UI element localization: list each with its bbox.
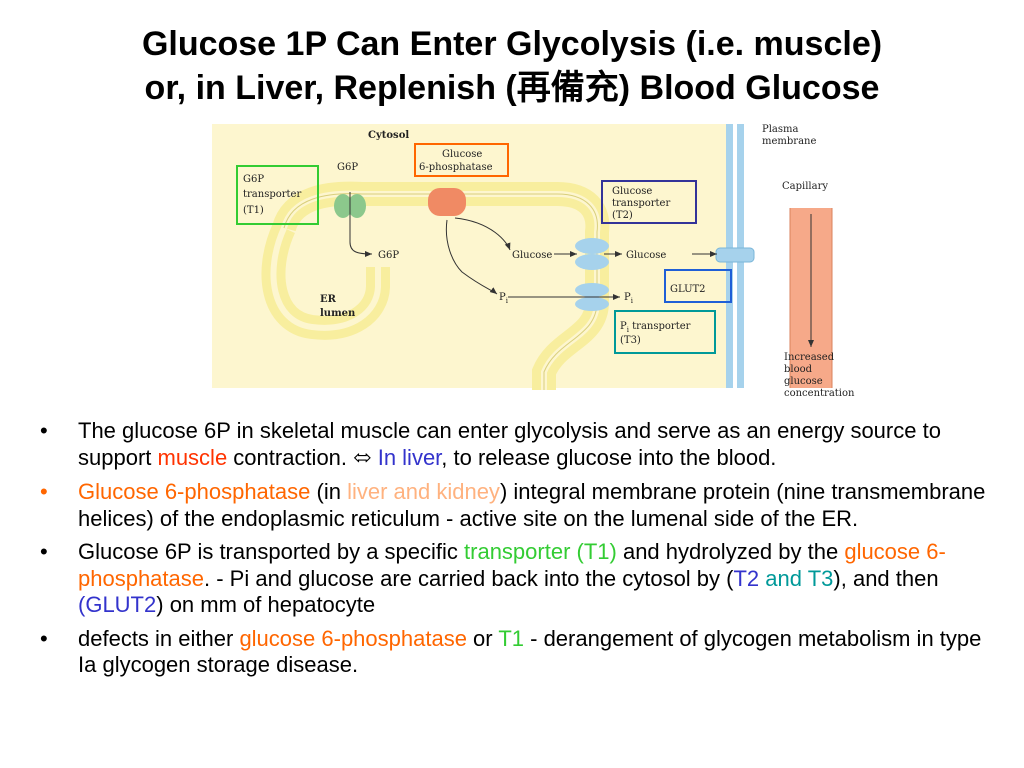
pi-left-label: Pi [499, 292, 509, 305]
t2-transporter-top [575, 238, 609, 254]
glut2-label: GLUT2 [670, 284, 706, 295]
phosphatase-label-2: 6-phosphatase [419, 162, 493, 173]
bullet-item-4: • defects in either glucose 6-phosphatas… [40, 625, 982, 678]
pi-transporter-label-1: Pi transporter [620, 321, 691, 334]
increased-label-1: Increased [784, 352, 835, 363]
glut2-transporter [715, 247, 755, 263]
bullet-item-3: • Glucose 6P is transported by a specifi… [40, 539, 946, 617]
g6p-bottom-label: G6P [378, 250, 399, 261]
t3-transporter-bottom [575, 297, 609, 311]
pi-transporter-label-2: (T3) [620, 335, 641, 346]
glucose-transporter-label-1: Glucose [612, 186, 652, 197]
pi-transporter-box [614, 310, 716, 354]
glut2-box [664, 269, 732, 303]
t2-transporter-bottom [575, 254, 609, 270]
bullet-dot: • [40, 625, 48, 651]
phosphatase-label-1: Glucose [442, 149, 482, 160]
g6p-transporter-label-2: transporter [243, 189, 301, 200]
t3-transporter-top [575, 283, 609, 297]
g6p-transporter-label-1: G6P [243, 174, 264, 185]
g6p-transporter-box [236, 165, 319, 225]
double-arrow-icon: ⬄ [353, 445, 372, 471]
glucose-left-label: Glucose [512, 250, 552, 261]
bullet-dot: • [40, 539, 48, 564]
t1-transporter-right [348, 194, 366, 218]
glucose-transporter-label-3: (T2) [612, 210, 633, 221]
glucose-transporter-box [601, 180, 697, 224]
increased-label-4: concentration [784, 388, 855, 399]
er-label-2: lumen [320, 308, 356, 319]
plasma-label-1: Plasma [762, 124, 799, 135]
cytosol-label: Cytosol [368, 130, 409, 141]
plasma-label-2: membrane [762, 136, 816, 147]
bullet-dot: • [40, 418, 48, 443]
glucose-right-label: Glucose [626, 250, 666, 261]
er-glucose-diagram: Cytosol Plasma membrane Capillary G6P tr… [212, 124, 855, 399]
capillary-label: Capillary [782, 181, 828, 192]
slide-title: Glucose 1P Can Enter Glycolysis (i.e. mu… [0, 22, 1024, 110]
glucose-transporter-label-2: transporter [612, 198, 670, 209]
title-line-2: or, in Liver, Replenish (再備充) Blood Gluc… [144, 69, 880, 107]
pi-right-label: Pi [624, 292, 634, 305]
t1-transporter-left [334, 194, 352, 218]
cytosol-background [212, 124, 732, 388]
bullet-dot: • [40, 479, 48, 504]
glucose-6-phosphatase-enzyme [428, 188, 466, 216]
g6p-transporter-label-3: (T1) [243, 205, 264, 216]
er-label-1: ER [320, 294, 337, 305]
bullet-item-2: • Glucose 6-phosphatase (in liver and ki… [40, 479, 986, 531]
increased-label-2: blood [784, 364, 813, 375]
bullet-list: • The glucose 6P in skeletal muscle can … [40, 418, 1000, 686]
g6p-top-label: G6P [337, 162, 358, 173]
increased-label-3: glucose [784, 376, 823, 387]
glucose-6-phosphatase-box [414, 143, 509, 177]
bullet-item-1: • The glucose 6P in skeletal muscle can … [40, 418, 941, 471]
title-line-1: Glucose 1P Can Enter Glycolysis (i.e. mu… [141, 25, 883, 63]
